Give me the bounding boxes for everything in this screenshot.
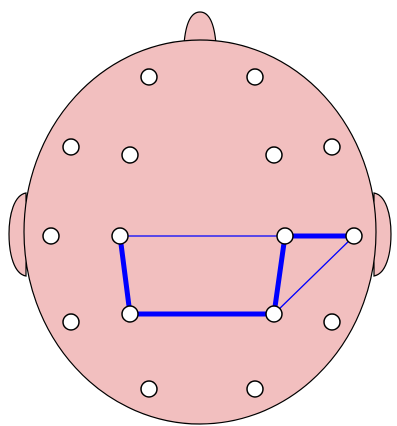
nose-shape [183,11,217,45]
electrode-e3 [62,138,80,156]
electrode-e13 [121,305,139,323]
electrode-e10 [345,227,363,245]
electrode-e17 [246,380,264,398]
electrode-e16 [140,380,158,398]
connection-lines [117,233,357,317]
connection-e14-e10 [273,235,355,315]
electrode-e6 [323,138,341,156]
head [8,11,392,425]
connection-e14-e9 [271,233,288,317]
electrode-e7 [42,227,60,245]
electrode-e2 [246,68,264,86]
left-ear-shape [8,192,27,277]
electrode-e5 [265,146,283,164]
electrode-markers [42,68,363,398]
electrode-e4 [121,146,139,164]
electrode-e11 [62,313,80,331]
connection-e8-e13 [117,233,133,317]
electrode-e8 [111,227,129,245]
electrode-e1 [140,68,158,86]
electrode-e14 [265,305,283,323]
scalp-outline [23,39,377,425]
electrode-e9 [276,227,294,245]
right-ear-shape [373,192,392,277]
electrode-e15 [323,313,341,331]
